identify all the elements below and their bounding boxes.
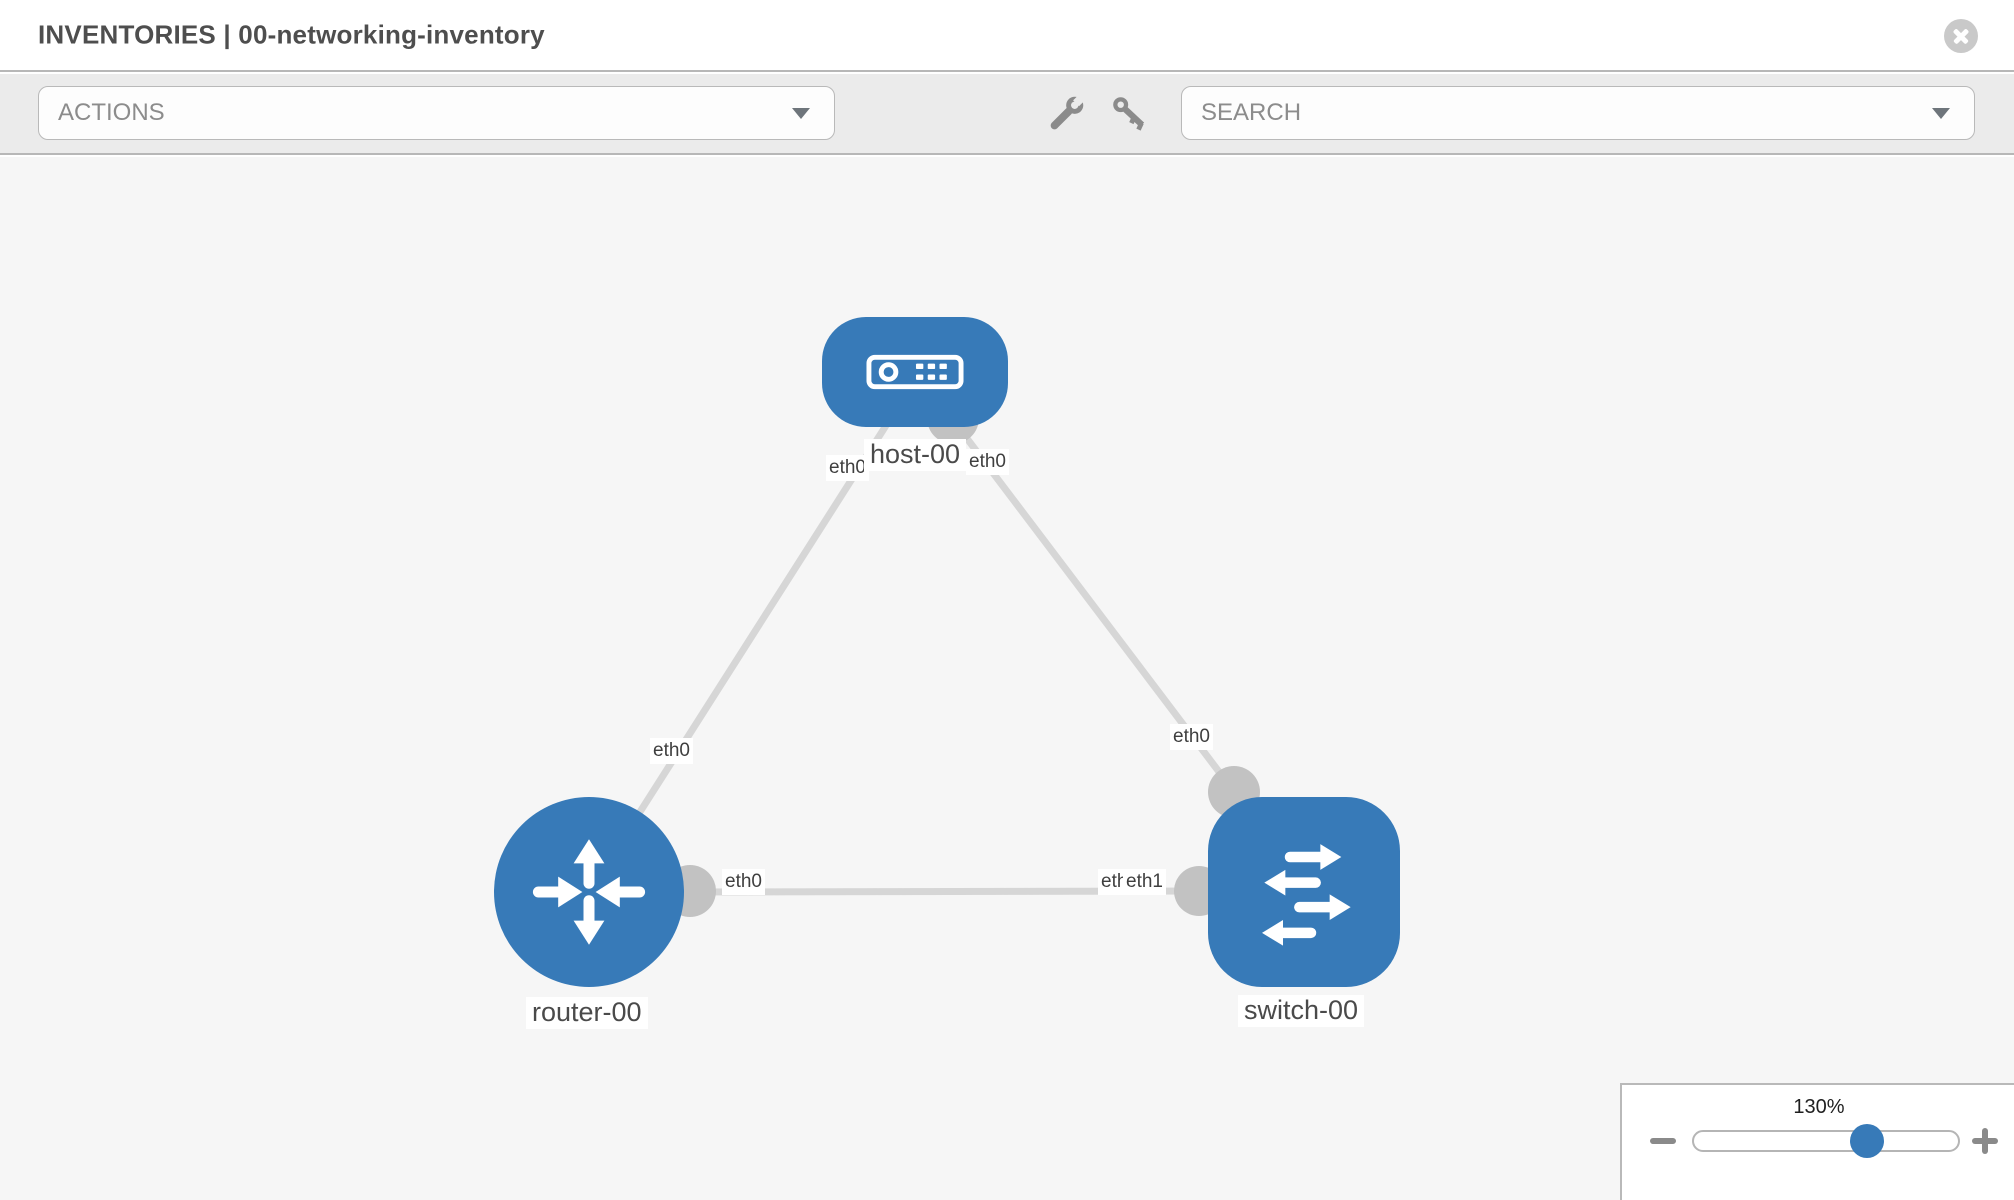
topology-canvas[interactable]: eth0 eth0 eth0 eth0 eth0 eth0 eth1 host-… — [0, 157, 2014, 1200]
node-switch-00[interactable] — [1208, 797, 1400, 987]
node-label-switch-00: switch-00 — [1238, 995, 1365, 1027]
actions-dropdown[interactable]: ACTIONS — [38, 86, 835, 140]
actions-dropdown-label: ACTIONS — [58, 99, 165, 126]
chevron-down-icon — [792, 108, 810, 119]
key-icon[interactable] — [1110, 94, 1148, 132]
interface-label-host-eth0-to-router: eth0 — [826, 455, 869, 481]
minus-icon — [1650, 1138, 1676, 1144]
page-title: INVENTORIES | 00-networking-inventory — [38, 19, 545, 50]
interface-label-switch-eth0-to-host: eth0 — [1170, 724, 1213, 750]
zoom-out-button[interactable] — [1650, 1128, 1676, 1154]
node-router-00[interactable] — [494, 797, 684, 987]
node-label-host-00: host-00 — [864, 439, 967, 471]
interface-label-switch-eth1: eth1 — [1123, 869, 1166, 895]
zoom-slider-thumb[interactable] — [1850, 1124, 1884, 1158]
wrench-icon-glyph — [1050, 91, 1089, 130]
router-icon — [532, 839, 646, 945]
chevron-down-icon — [1932, 108, 1950, 119]
node-label-router-00: router-00 — [526, 997, 648, 1029]
interface-label-router-eth0-to-host: eth0 — [650, 738, 693, 764]
zoom-in-button[interactable] — [1972, 1128, 1998, 1154]
plus-icon — [1982, 1128, 1988, 1154]
header: INVENTORIES | 00-networking-inventory — [0, 0, 2014, 72]
zoom-panel: 130% — [1620, 1083, 2014, 1200]
interface-label-router-eth0-to-switch: eth0 — [722, 869, 765, 895]
toolbar: ACTIONS SEARCH — [0, 74, 2014, 155]
close-button[interactable] — [1944, 19, 1978, 53]
search-dropdown-label: SEARCH — [1201, 99, 1302, 126]
host-icon — [866, 354, 964, 390]
search-dropdown[interactable]: SEARCH — [1181, 86, 1975, 140]
switch-icon — [1262, 844, 1351, 946]
zoom-level-value: 130% — [1793, 1096, 1845, 1118]
interface-label-host-eth0-to-switch: eth0 — [966, 449, 1009, 475]
node-host-00[interactable] — [822, 317, 1008, 427]
wrench-icon[interactable] — [1048, 91, 1089, 132]
zoom-slider-track[interactable] — [1692, 1124, 1960, 1158]
key-icon-glyph — [1113, 97, 1145, 131]
